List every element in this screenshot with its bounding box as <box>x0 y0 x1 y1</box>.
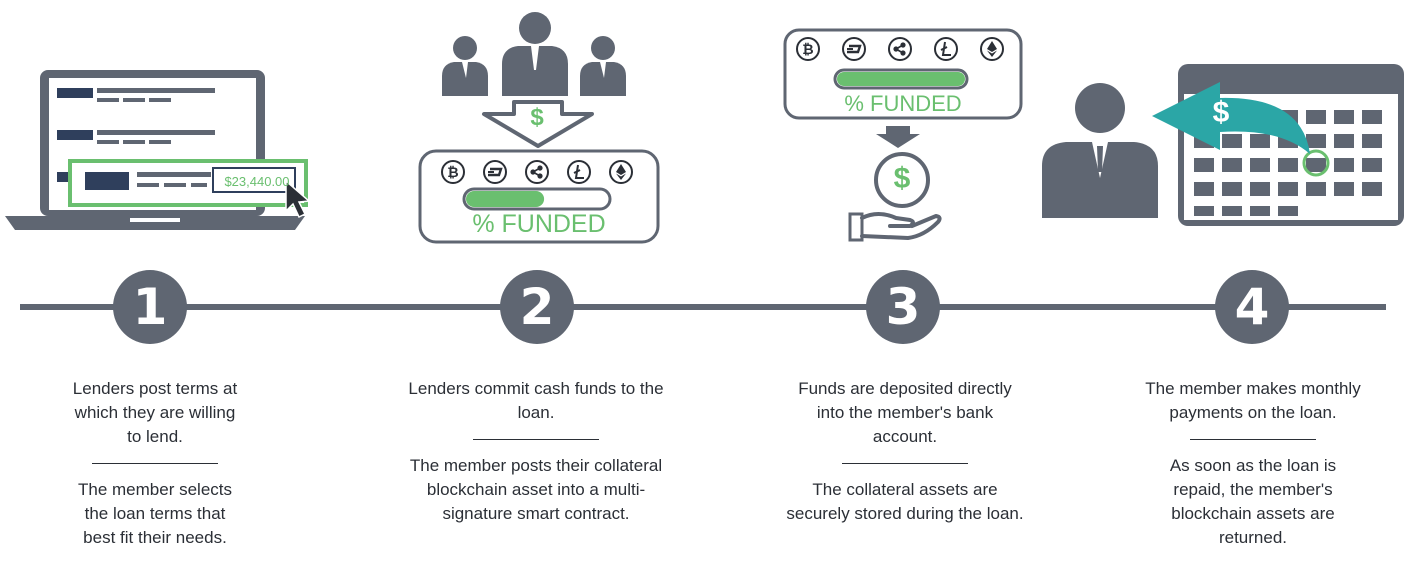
step-3-divider <box>842 463 968 464</box>
step-4-description: The member makes monthly payments on the… <box>1103 377 1403 550</box>
litecoin-icon <box>567 160 591 184</box>
funding-box-large <box>418 149 660 244</box>
crypto-row-large: ₿ <box>440 159 640 185</box>
calendar-payment-icon <box>1042 64 1404 226</box>
dash-icon <box>842 37 866 61</box>
ripple-icon <box>888 37 912 61</box>
step-1-text-top: Lenders post terms at which they are wil… <box>72 379 238 446</box>
step-2-description: Lenders commit cash funds to the loan. T… <box>386 377 686 526</box>
hand-coin-icon <box>848 126 942 242</box>
timeline-line <box>20 304 1386 310</box>
bitcoin-icon: ₿ <box>441 160 465 184</box>
step-3-text-top: Funds are deposited directly into the me… <box>798 379 1012 446</box>
step-1-text-bottom: The member selects the loan terms that b… <box>78 480 232 547</box>
step-4-text-top: The member makes monthly payments on the… <box>1145 379 1361 422</box>
progress-fill <box>837 72 965 86</box>
step-2-text-top: Lenders commit cash funds to the loan. <box>408 379 664 422</box>
funded-label: % FUNDED <box>844 91 962 116</box>
progress-fill <box>466 191 545 207</box>
step-1-divider <box>92 463 218 464</box>
litecoin-icon <box>934 37 958 61</box>
bitcoin-icon: ₿ <box>796 37 820 61</box>
funded-label: % FUNDED <box>472 210 606 238</box>
step-3-badge: 3 <box>866 270 940 344</box>
coin-dollar-symbol: $ <box>893 162 911 195</box>
ripple-icon <box>525 160 549 184</box>
svg-text:₿: ₿ <box>802 42 813 58</box>
lenders-group-icon <box>442 12 626 96</box>
step-3-description: Funds are deposited directly into the me… <box>755 377 1055 526</box>
price-label: $23,440.00 <box>224 174 290 189</box>
payment-dollar-symbol: $ <box>1212 96 1230 129</box>
ethereum-icon <box>609 160 633 184</box>
step-4-divider <box>1190 439 1316 440</box>
step-2-text-bottom: The member posts their collateral blockc… <box>409 456 663 523</box>
dollar-symbol: $ <box>530 104 544 131</box>
due-date-marker <box>1302 149 1330 177</box>
step-2-badge: 2 <box>500 270 574 344</box>
step-1-badge: 1 <box>113 270 187 344</box>
selected-loan-row <box>68 159 311 219</box>
crypto-row-small: ₿ <box>795 36 1015 62</box>
ethereum-icon <box>980 37 1004 61</box>
step-3-text-bottom: The collateral assets are securely store… <box>786 480 1024 523</box>
down-arrow-icon <box>482 100 594 148</box>
step-4-text-bottom: As soon as the loan is repaid, the membe… <box>1169 456 1337 547</box>
step-1-description: Lenders post terms at which they are wil… <box>5 377 305 550</box>
step-4-badge: 4 <box>1215 270 1289 344</box>
step-2-divider <box>473 439 599 440</box>
dash-icon <box>483 160 507 184</box>
svg-text:₿: ₿ <box>447 165 458 181</box>
